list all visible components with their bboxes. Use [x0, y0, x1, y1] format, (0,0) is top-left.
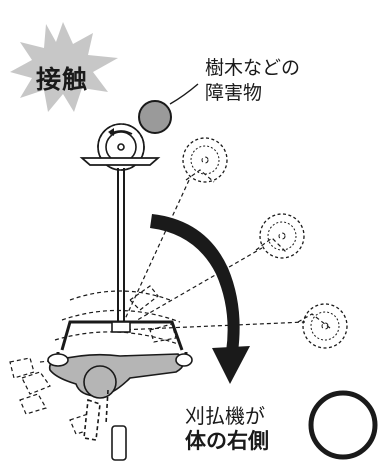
impact-burst-icon	[10, 22, 118, 112]
obstacle-label-line1: 樹木などの	[205, 57, 301, 79]
side-label-line1: 刈払機が	[185, 404, 265, 428]
contact-label: 接触	[36, 65, 89, 94]
obstacle-label-line2: 障害物	[205, 82, 263, 104]
operator	[47, 353, 193, 461]
ghost-positions	[9, 137, 348, 435]
circle-mark-icon	[308, 390, 378, 460]
obstacle-circle-icon	[138, 83, 199, 134]
side-label-line2: 体の右側	[185, 429, 269, 453]
brushcutter	[56, 123, 188, 364]
rotation-arrow-icon	[150, 214, 250, 384]
